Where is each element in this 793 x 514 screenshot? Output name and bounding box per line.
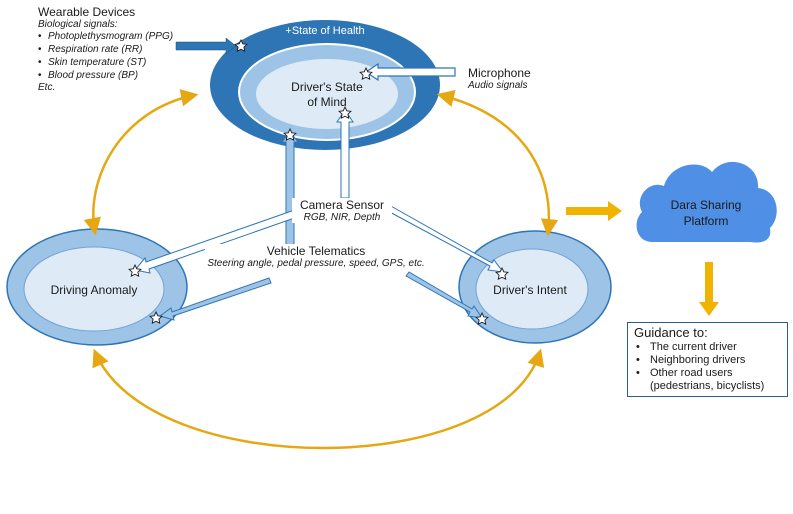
arrow-telematics-to-anomaly <box>158 277 272 321</box>
star-camera-mind <box>338 105 352 120</box>
arrow-telematics-to-intent <box>405 271 484 319</box>
state-of-health-label: +State of Health <box>285 25 364 37</box>
guidance-box: Guidance to: The current driver Neighbor… <box>627 322 788 397</box>
telematics-subtitle: Steering angle, pedal pressure, speed, G… <box>207 258 425 269</box>
arrow-camera-to-anomaly <box>134 206 307 274</box>
curve-mind-to-intent <box>436 89 559 237</box>
arrow-to-guidance <box>699 262 719 316</box>
camera-sensor-block: Camera Sensor RGB, NIR, Depth <box>292 198 392 223</box>
guidance-title: Guidance to: <box>634 325 708 340</box>
star-health <box>234 38 248 53</box>
drivers-intent-label: Driver's Intent <box>493 283 567 297</box>
curve-mind-to-anomaly <box>83 89 199 236</box>
driving-anomaly-label: Driving Anomaly <box>51 283 138 297</box>
state-of-mind-label-line1: Driver's State <box>291 80 363 94</box>
guidance-item: Neighboring drivers <box>634 354 781 367</box>
microphone-block: Microphone Audio signals <box>468 66 531 91</box>
arrow-wearable <box>175 37 237 55</box>
star-microphone <box>359 66 373 81</box>
cloud-label-line1: Dara Sharing <box>671 198 742 212</box>
microphone-subtitle: Audio signals <box>468 80 528 91</box>
guidance-list: The current driver Neighboring drivers O… <box>634 341 781 393</box>
star-camera-intent <box>495 266 509 281</box>
cloud-label-line2: Platform <box>684 214 729 228</box>
star-telematics-anomaly <box>149 310 163 325</box>
microphone-title: Microphone <box>468 66 531 80</box>
wearable-title: Wearable Devices <box>38 5 136 19</box>
wearable-subtitle: Biological signals: <box>38 19 118 30</box>
wearable-signal-list: Photoplethysmogram (PPG) Respiration rat… <box>38 30 173 82</box>
vehicle-telematics-block: Vehicle Telematics Steering angle, pedal… <box>205 244 427 269</box>
wearable-devices-block: Wearable Devices Biological signals: Pho… <box>38 5 173 93</box>
star-telematics-intent <box>475 311 489 326</box>
telematics-title: Vehicle Telematics <box>266 244 366 258</box>
wearable-signal-item: Skin temperature (ST) <box>38 56 173 69</box>
arrow-to-cloud <box>566 201 622 221</box>
camera-title: Camera Sensor <box>299 198 385 212</box>
star-telematics-mind <box>283 127 297 142</box>
curve-anomaly-to-intent <box>92 348 545 450</box>
wearable-etc: Etc. <box>38 82 56 93</box>
arrow-camera-to-mind <box>336 109 354 199</box>
camera-subtitle: RGB, NIR, Depth <box>303 212 381 223</box>
cloud-shape <box>636 161 777 243</box>
wearable-signal-item: Respiration rate (RR) <box>38 43 173 56</box>
driving-anomaly-node <box>6 228 188 346</box>
wearable-signal-item: Blood pressure (BP) <box>38 69 173 82</box>
state-of-mind-label-line2: of Mind <box>307 95 346 109</box>
drivers-intent-node <box>458 230 612 344</box>
arrow-camera-to-intent <box>385 204 505 273</box>
guidance-item: Other road users (pedestrians, bicyclist… <box>634 367 781 393</box>
arrow-telematics-to-mind <box>280 131 300 246</box>
star-camera-anomaly <box>128 263 142 278</box>
arrow-microphone <box>364 62 456 82</box>
wearable-signal-item: Photoplethysmogram (PPG) <box>38 30 173 43</box>
guidance-item: The current driver <box>634 341 781 354</box>
star-markers <box>128 38 509 326</box>
